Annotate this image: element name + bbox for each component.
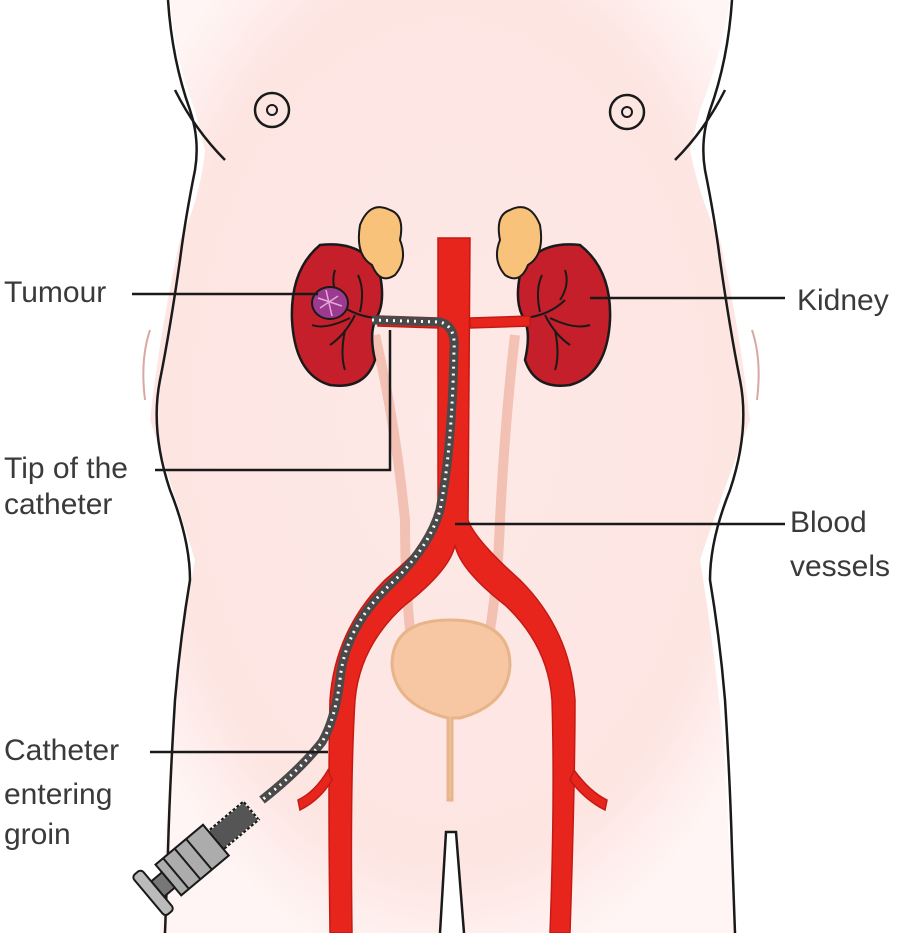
label-groin-line1: Catheter — [4, 734, 119, 767]
tumour — [311, 286, 349, 320]
label-groin-line2: entering — [4, 778, 112, 811]
label-tip-line2: catheter — [4, 488, 112, 521]
arm-left — [142, 329, 151, 401]
nipple-left — [253, 91, 291, 129]
label-kidney: Kidney — [797, 284, 889, 317]
label-blood-line1: Blood — [790, 506, 867, 539]
torso-outline-right — [702, 0, 745, 933]
catheter — [259, 315, 459, 804]
armpit-right — [674, 89, 727, 161]
adrenal-left — [357, 206, 405, 280]
armpit-left — [173, 89, 226, 161]
tip-leader — [155, 330, 392, 472]
label-groin-line3: groin — [4, 818, 71, 851]
torso-outline-left — [155, 0, 198, 933]
crotch — [438, 830, 466, 933]
bladder — [390, 618, 512, 802]
label-tip-line1: Tip of the — [4, 452, 128, 485]
adrenal-right — [495, 206, 543, 280]
nipple-right — [608, 93, 646, 131]
arm-right — [751, 329, 760, 401]
syringe — [132, 799, 261, 916]
kidney-right — [516, 243, 612, 387]
label-tumour: Tumour — [4, 276, 106, 309]
label-blood-line2: vessels — [790, 550, 890, 583]
